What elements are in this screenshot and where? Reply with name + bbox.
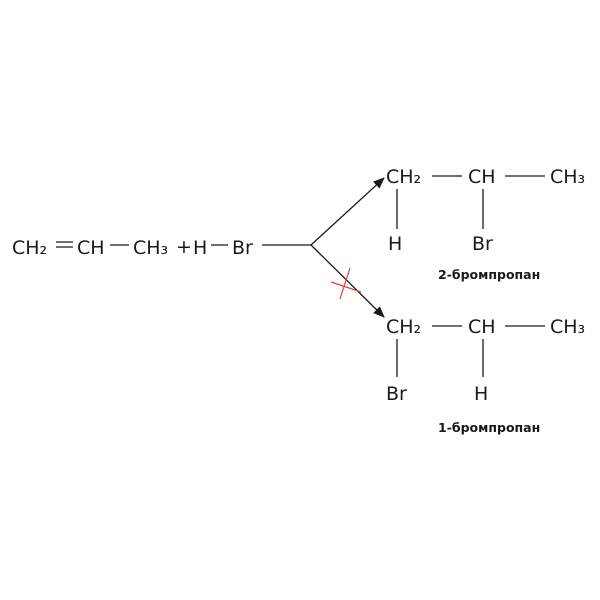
top-ch: CH — [468, 166, 496, 188]
reactant-br: Br — [232, 237, 253, 259]
bottom-sub-h: H — [474, 383, 488, 405]
reactant-h: H — [193, 237, 207, 259]
product-1-bromopropane: CH₂ CH CH₃ Br H 1-бромпропан — [386, 316, 585, 435]
bottom-ch2: CH₂ — [386, 316, 421, 338]
reaction-arrows — [262, 177, 385, 318]
top-sub-br: Br — [472, 233, 493, 255]
forbidden-cross-mark-2 — [339, 267, 351, 300]
arrow-to-minor-product — [310, 244, 385, 318]
top-ch2: CH₂ — [386, 166, 421, 188]
reactants: CH₂ CH CH₃ + H Br — [12, 236, 253, 259]
top-sub-h: H — [388, 233, 402, 255]
bottom-product-name: 1-бромпропан — [438, 420, 540, 435]
forbidden-cross-mark — [330, 281, 362, 293]
reactant-ch3: CH₃ — [133, 237, 168, 259]
top-ch3: CH₃ — [550, 166, 585, 188]
top-product-name: 2-бромпропан — [438, 267, 540, 282]
reactant-ch: CH — [77, 237, 105, 259]
reactant-ch2: CH₂ — [12, 237, 47, 259]
bottom-ch3: CH₃ — [550, 316, 585, 338]
product-2-bromopropane: CH₂ CH CH₃ H Br 2-бромпропан — [386, 166, 585, 282]
arrow-to-major-product — [310, 177, 385, 246]
bottom-ch: CH — [468, 316, 496, 338]
plus-sign: + — [176, 236, 192, 258]
bottom-sub-br: Br — [386, 383, 407, 405]
